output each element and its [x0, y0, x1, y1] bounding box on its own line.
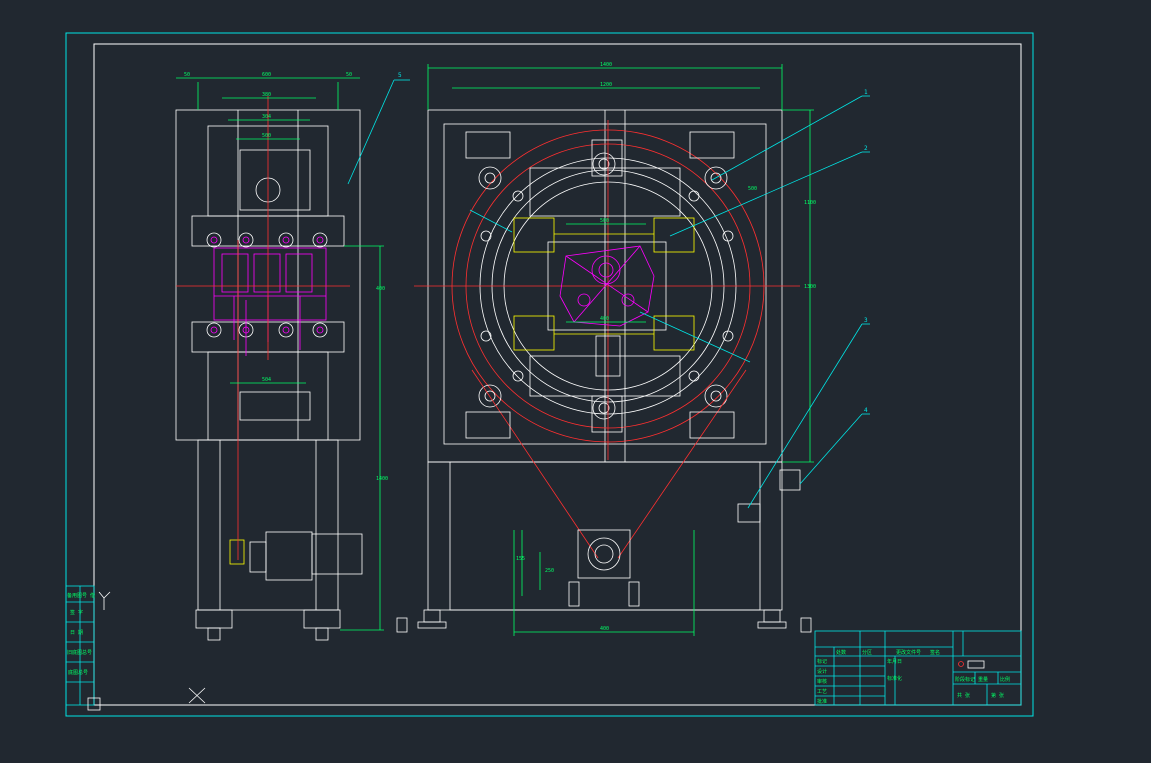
title-header-2: 分区 — [862, 649, 872, 656]
roller-hub — [710, 390, 722, 402]
roller-hub — [484, 390, 496, 402]
title-block: 标记 设计 审核 工艺 批准 处数 分区 更改文件号 签名 年月日 标准化 阶段… — [814, 630, 1022, 706]
roller — [478, 384, 502, 408]
bolt-hole — [210, 326, 218, 334]
bolt-hole — [316, 236, 324, 244]
left-table-row-5: 底图总号 — [68, 669, 88, 676]
title-mid-3: 重量 — [978, 676, 988, 683]
left-margin-table: 备用图号 借 签 字 日 期 旧底图总号 底图总号 — [65, 585, 206, 711]
side-dim-sub-2: 304 — [262, 114, 271, 120]
side-dim-top-left: 50 — [184, 72, 190, 78]
title-header-3: 更改文件号 — [896, 649, 921, 656]
roller — [592, 152, 616, 176]
bolt-hole — [242, 236, 250, 244]
front-dim-bottom-3: 155 — [516, 556, 525, 562]
side-dim-top-mid: 600 — [262, 72, 271, 78]
roller — [592, 396, 616, 420]
roller — [478, 166, 502, 190]
callout-5: 5 — [398, 72, 402, 79]
bolt — [206, 322, 222, 338]
title-header-1: 处数 — [836, 649, 846, 656]
front-dim-bottom-2: 250 — [545, 568, 554, 574]
roller-hub — [598, 402, 610, 414]
title-row-1: 标记 — [817, 658, 827, 665]
front-dim-right-2: 1300 — [804, 284, 816, 290]
drive-bolt — [568, 581, 580, 607]
title-row-4: 工艺 — [817, 689, 827, 695]
side-dim-top-right: 50 — [346, 72, 352, 78]
bolt — [278, 232, 294, 248]
left-table-row-2: 签 字 — [70, 609, 83, 616]
front-dim-top-1: 1400 — [600, 62, 612, 68]
title-header-5: 年月日 — [887, 658, 902, 665]
title-header-4: 签名 — [930, 649, 940, 656]
ring-hole — [722, 230, 734, 242]
bolt-hole — [282, 236, 290, 244]
foot-pad — [417, 621, 447, 629]
side-dim-sub-1: 380 — [262, 92, 271, 98]
front-dim-bottom-1: 400 — [600, 626, 609, 632]
callout-2: 2 — [864, 145, 868, 152]
left-table-row-3: 日 期 — [70, 630, 83, 636]
callout-1: 1 — [864, 89, 868, 96]
left-table-row-4: 旧底图总号 — [67, 649, 92, 656]
title-row-5: 批准 — [817, 698, 827, 705]
roller — [704, 384, 728, 408]
title-sheet-total: 共 张 — [957, 692, 970, 699]
ring-hole — [480, 330, 492, 342]
bolt-hole — [282, 326, 290, 334]
bolt-hole — [316, 326, 324, 334]
side-dim-lower: 504 — [262, 377, 271, 383]
ring-hole — [722, 330, 734, 342]
left-table-row-1: 备用图号 借 — [67, 592, 95, 599]
foot — [423, 609, 441, 623]
title-mid-2: 阶段标记 — [955, 676, 975, 683]
leveler — [800, 617, 812, 633]
front-dim-inner-2: 400 — [600, 316, 609, 322]
ring-hole — [512, 190, 524, 202]
drawing-frame — [65, 32, 1034, 717]
front-dim-inner-1: 500 — [600, 218, 609, 224]
roller-hub — [598, 158, 610, 170]
side-dim-vert-1: 400 — [376, 286, 385, 292]
foot — [763, 609, 781, 623]
front-view: 1400 1200 500 400 1100 1300 500 400 250 … — [396, 62, 870, 636]
ring-hole — [688, 190, 700, 202]
title-mid-1: 标准化 — [887, 675, 902, 682]
drive-bolt — [628, 581, 640, 607]
leveler — [396, 617, 408, 633]
callout-3: 3 — [864, 317, 868, 324]
foot-pad — [757, 621, 787, 629]
roller — [704, 166, 728, 190]
front-dim-leader: 500 — [748, 186, 757, 192]
side-view: 50 600 50 380 304 500 504 400 1400 5 — [175, 72, 410, 641]
front-dim-right-1: 1100 — [804, 200, 816, 206]
side-dim-sub-3: 500 — [262, 133, 271, 139]
ring-hole — [512, 370, 524, 382]
title-sheet-number: 第 张 — [991, 692, 1004, 699]
roller-hub — [710, 172, 722, 184]
bolt — [206, 232, 222, 248]
bolt — [278, 322, 294, 338]
callout-4: 4 — [864, 407, 868, 414]
bolt — [312, 322, 328, 338]
roller-hub — [484, 172, 496, 184]
bolt — [312, 232, 328, 248]
side-dim-vert-2: 1400 — [376, 476, 388, 482]
title-row-2: 设计 — [817, 668, 827, 675]
front-dim-top-2: 1200 — [600, 82, 612, 88]
ring-hole — [688, 370, 700, 382]
title-mid-4: 比例 — [1000, 676, 1010, 683]
ring-hole — [480, 230, 492, 242]
bolt — [238, 232, 254, 248]
title-row-3: 审核 — [817, 678, 827, 685]
bolt-hole — [210, 236, 218, 244]
